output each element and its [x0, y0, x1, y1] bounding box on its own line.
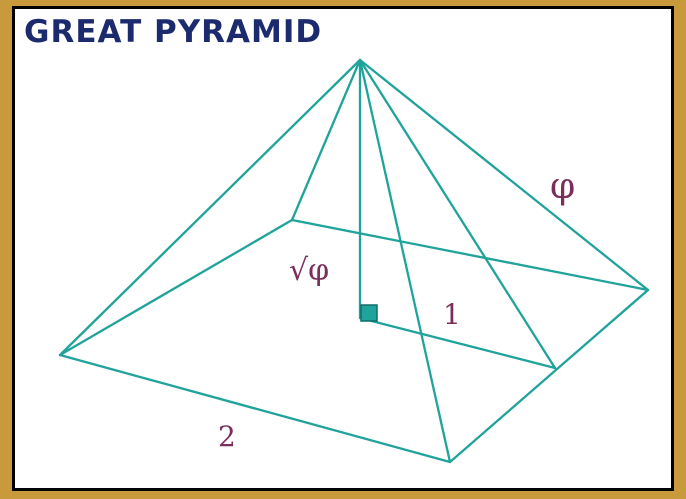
base-midline-right — [358, 316, 557, 370]
label-sqrt-phi: √φ — [289, 253, 329, 288]
base-edge-back-left — [58, 218, 294, 357]
base-edge-front-left — [58, 353, 452, 464]
slant-height-line — [358, 58, 557, 370]
base-edge-back-right — [290, 218, 650, 292]
label-phi: φ — [550, 166, 575, 207]
label-one: 1 — [443, 298, 461, 331]
diagram-title: GREAT PYRAMID — [24, 14, 323, 50]
base-edge-front-right — [448, 288, 650, 464]
lateral-edge-right — [358, 58, 650, 292]
label-two: 2 — [218, 420, 236, 453]
lateral-edge-front — [358, 58, 452, 464]
lateral-edge-left — [58, 58, 362, 357]
lateral-edge-back — [290, 58, 362, 222]
right-angle-marker — [360, 304, 378, 322]
